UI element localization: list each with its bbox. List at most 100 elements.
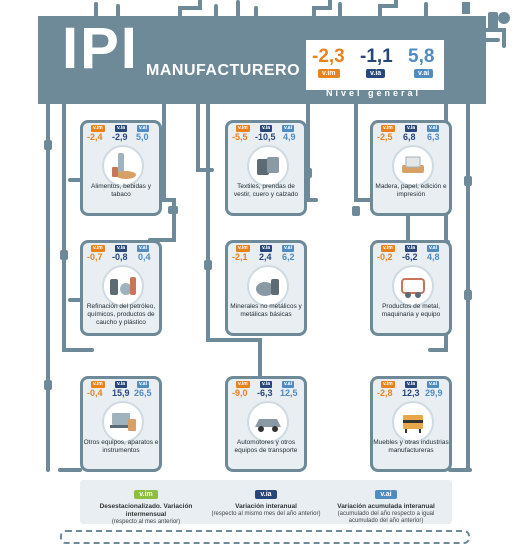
sector-label: Otros equipos, aparatos e instrumentos	[83, 439, 159, 454]
via-value: 6,8	[403, 132, 416, 142]
sector-label: Productos de metal, maquinaria y equipo	[381, 303, 441, 318]
vim-value: -2,5	[377, 132, 393, 142]
legend-via-tag: v.ia	[255, 490, 277, 499]
vim-value: -0,2	[377, 252, 393, 262]
nivel-via-tag: v.ia	[366, 69, 386, 78]
nivel-via-value: -1,1	[360, 46, 393, 67]
legend-vim-heading: Desestacionalizado. Variación intermensu…	[99, 503, 193, 518]
sector-label: Minerales no metálicos y metálicas básic…	[230, 303, 302, 318]
vai-tag: v.ai	[137, 381, 149, 388]
sector-card-automotores: v.im v.ia v.ai -9,0 -6,3 12,5 Automotore…	[225, 376, 307, 472]
legend-vim-tag: v.im	[134, 490, 158, 499]
chemicals-icon	[102, 265, 144, 307]
legend-via: v.ia Variación interanual (respecto al m…	[206, 483, 326, 518]
via-tag: v.ia	[260, 245, 272, 252]
vim-value: -2,1	[232, 252, 248, 262]
paper-icon	[392, 145, 434, 187]
nivel-general-box	[306, 40, 444, 90]
nivel-general-tags: v.im v.ia v.ai	[312, 69, 440, 79]
vim-value: -2,8	[377, 388, 393, 398]
furniture-icon	[392, 401, 434, 443]
legend-vai: v.ai Variación acumulada interanual (acu…	[326, 483, 446, 525]
via-tag: v.ia	[115, 125, 127, 132]
nivel-general-label: Nivel general	[326, 88, 422, 98]
legend-via-heading: Variación interanual	[235, 503, 297, 510]
minerals-icon	[247, 265, 289, 307]
sector-label: Madera, papel, edición e impresión	[375, 183, 447, 198]
via-value: -6,3	[257, 388, 273, 398]
legend-vai-detail: (acumulado del año respecto a igual acum…	[337, 511, 435, 524]
via-tag: v.ia	[405, 381, 417, 388]
sector-card-alimentos: v.im v.ia v.ai -2,4 -2,9 5,0 Alimentos, …	[80, 120, 162, 216]
vim-tag: v.im	[91, 381, 105, 388]
page-subtitle: MANUFACTURERO	[146, 62, 301, 79]
vai-value: 6,2	[282, 252, 295, 262]
legend-vim-detail: (respecto al mes anterior)	[111, 519, 181, 525]
sector-label: Automotores y otros equipos de transport…	[234, 439, 298, 454]
vai-value: 12,5	[280, 388, 298, 398]
vai-value: 4,9	[283, 132, 296, 142]
sector-card-metal: v.im v.ia v.ai -0,2 -6,2 4,8 Productos d…	[370, 240, 452, 336]
via-tag: v.ia	[260, 381, 272, 388]
vim-tag: v.im	[381, 245, 395, 252]
via-tag: v.ia	[405, 125, 417, 132]
vai-tag: v.ai	[282, 125, 294, 132]
legend-vim: v.im Desestacionalizado. Variación inter…	[86, 483, 206, 526]
vai-value: 5,0	[136, 132, 149, 142]
via-value: 12,3	[402, 388, 420, 398]
sector-label: Textiles, prendas de vestir, cuero y cal…	[233, 183, 299, 198]
vim-tag: v.im	[91, 245, 105, 252]
vim-tag: v.im	[381, 125, 395, 132]
machinery-icon	[392, 265, 434, 307]
sector-card-textiles: v.im v.ia v.ai -5,5 -10,5 4,9 Textiles, …	[225, 120, 307, 216]
vai-tag: v.ai	[137, 125, 149, 132]
via-value: 2,4	[259, 252, 272, 262]
via-value: 15,9	[112, 388, 130, 398]
sector-label: Alimentos, bebidas y tabaco	[91, 183, 151, 198]
via-tag: v.ia	[405, 245, 417, 252]
vai-tag: v.ai	[427, 381, 439, 388]
vim-tag: v.im	[236, 381, 250, 388]
nivel-vim-tag: v.im	[318, 69, 340, 78]
vai-value: 29,9	[425, 388, 443, 398]
footer-dashed-frame	[60, 530, 470, 544]
via-value: -6,2	[402, 252, 418, 262]
vai-value: 6,3	[427, 132, 440, 142]
vim-value: -5,5	[232, 132, 248, 142]
page-title: IPI	[62, 16, 139, 81]
vim-tag: v.im	[381, 381, 395, 388]
sector-card-muebles: v.im v.ia v.ai -2,8 12,3 29,9 Muebles y …	[370, 376, 452, 472]
vim-tag: v.im	[236, 245, 250, 252]
legend-vai-tag: v.ai	[375, 490, 397, 499]
vai-value: 0,4	[138, 252, 151, 262]
vai-tag: v.ai	[427, 125, 439, 132]
via-value: -0,8	[112, 252, 128, 262]
vai-tag: v.ai	[282, 381, 294, 388]
sector-label: Muebles y otras industrias manufacturera…	[373, 439, 449, 454]
vim-value: -9,0	[232, 388, 248, 398]
sector-card-otros-equipos: v.im v.ia v.ai -0,4 15,9 26,5 Otros equi…	[80, 376, 162, 472]
vai-value: 4,8	[427, 252, 440, 262]
food-icon	[102, 145, 144, 187]
vim-tag: v.im	[91, 125, 105, 132]
via-value: -10,5	[255, 132, 276, 142]
vim-value: -0,7	[87, 252, 103, 262]
via-tag: v.ia	[260, 125, 272, 132]
sector-label: Refinación del petróleo, químicos, produ…	[86, 303, 156, 326]
via-tag: v.ia	[115, 245, 127, 252]
vim-value: -0,4	[87, 388, 103, 398]
nivel-general-values: -2,3 -1,1 5,8	[312, 46, 440, 68]
car-icon	[247, 401, 289, 443]
vai-value: 26,5	[134, 388, 152, 398]
nivel-vim-value: -2,3	[312, 46, 345, 67]
nivel-vai-tag: v.ai	[414, 69, 434, 78]
textile-icon	[247, 145, 289, 187]
vim-value: -2,4	[87, 132, 103, 142]
via-tag: v.ia	[115, 381, 127, 388]
sector-card-minerales: v.im v.ia v.ai -2,1 2,4 6,2 Minerales no…	[225, 240, 307, 336]
via-value: -2,9	[112, 132, 128, 142]
instruments-icon	[102, 401, 144, 443]
legend-via-detail: (respecto al mismo mes del año anterior)	[211, 511, 321, 517]
legend-vai-heading: Variación acumulada interanual	[337, 503, 435, 510]
